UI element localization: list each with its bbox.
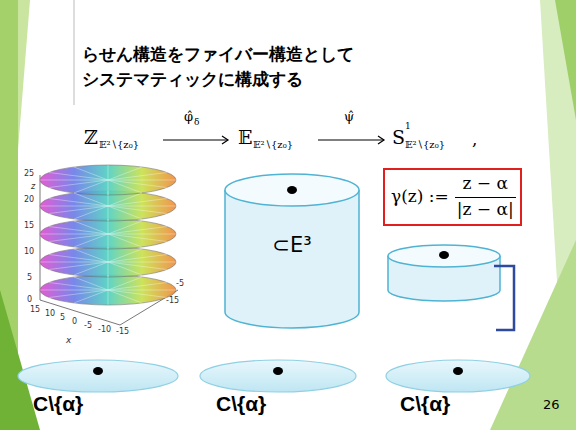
fan-stroke — [49, 180, 108, 188]
fan-stroke — [108, 206, 167, 214]
helix-plot — [40, 165, 178, 325]
fan-stroke — [40, 180, 108, 181]
fan-stroke — [108, 234, 142, 247]
fan-stroke — [108, 262, 167, 270]
green-triangle — [555, 0, 576, 120]
space-label: C\{α} — [216, 392, 266, 415]
axis-tick: x — [66, 336, 71, 346]
fan-stroke — [108, 234, 109, 249]
fan-stroke — [49, 262, 108, 270]
fan-stroke — [108, 227, 167, 235]
fan-stroke — [74, 277, 108, 290]
formula-symbol: 𝔼²∖{z₀} — [253, 139, 293, 150]
fan-stroke — [108, 255, 167, 263]
fan-stroke — [108, 234, 176, 235]
fan-stroke — [74, 249, 108, 262]
fan-stroke — [108, 275, 109, 290]
axis-tick: 15 — [24, 222, 34, 231]
fraction-bar — [455, 197, 516, 198]
fraction-denominator: |z − α| — [457, 200, 514, 219]
green-triangle — [18, 0, 30, 150]
fan-stroke — [40, 234, 108, 235]
cylinder-label-box: ⊂E³ — [225, 172, 359, 332]
axis-tick: 0 — [72, 318, 77, 327]
fan-stroke — [49, 206, 108, 214]
formula-symbol: 𝔼²∖{z₀} — [405, 139, 445, 150]
axis-tick: -10 — [98, 326, 111, 335]
axis-tick: 0 — [27, 296, 32, 305]
formula-symbol: φ̂ — [184, 110, 193, 124]
formula-symbol: ℤ — [84, 127, 98, 148]
formula-box: γ(z) := z − α |z − α| — [383, 168, 522, 226]
fan-stroke — [108, 180, 109, 195]
fraction-numerator: z − α — [462, 174, 508, 193]
formula-symbol: 𝔼 — [238, 127, 252, 148]
fan-stroke — [108, 165, 109, 180]
fan-stroke — [108, 247, 109, 262]
fan-stroke — [49, 255, 108, 263]
axis-tick: 15 — [30, 306, 40, 315]
fan-stroke — [108, 206, 176, 207]
fan-stroke — [49, 199, 108, 207]
fan-stroke — [108, 180, 167, 188]
axis-tick: 25 — [24, 170, 34, 179]
formula-symbol: δ — [194, 118, 199, 128]
fan-stroke — [108, 173, 167, 181]
thick-disk — [388, 245, 514, 330]
fan-stroke — [74, 221, 108, 234]
formula-symbol: , — [472, 130, 477, 149]
fan-stroke — [108, 219, 109, 234]
fan-stroke — [108, 199, 167, 207]
axis-tick: z — [31, 183, 35, 192]
fan-stroke — [108, 290, 176, 291]
cylinder — [225, 174, 359, 328]
fan-stroke — [108, 290, 109, 305]
formula-symbol: 𝔼²∖{z₀} — [99, 139, 139, 150]
fan-stroke — [108, 180, 176, 181]
axis-tick: 5 — [60, 314, 65, 323]
page-number: 26 — [543, 398, 560, 412]
fan-stroke — [108, 290, 142, 303]
fan-stroke — [74, 193, 108, 206]
fan-stroke — [40, 290, 108, 291]
puncture-dot — [93, 367, 463, 375]
fan-stroke — [49, 290, 108, 298]
space-label: C\{α} — [33, 392, 83, 415]
fan-stroke — [108, 206, 109, 221]
axis-tick: 10 — [45, 310, 55, 319]
axis-tick: -5 — [84, 322, 92, 331]
axis-tick: 20 — [24, 196, 34, 205]
axis-tick: 5 — [27, 274, 32, 283]
axis-tick: 10 — [24, 248, 34, 257]
formula-symbol: S — [392, 127, 405, 148]
fan-stroke — [108, 290, 167, 298]
green-triangle — [490, 240, 576, 430]
fan-stroke — [108, 206, 142, 219]
formula-text: γ(z) := — [391, 187, 449, 206]
fan-stroke — [108, 180, 142, 193]
fan-stroke — [108, 234, 167, 242]
formula-symbol: 1 — [405, 122, 411, 132]
fan-stroke — [49, 283, 108, 291]
space-label: ⊂E³ — [272, 234, 311, 257]
fan-stroke — [40, 206, 108, 207]
fan-stroke — [49, 173, 108, 181]
fan-stroke — [108, 262, 142, 275]
fan-stroke — [108, 262, 176, 263]
fan-stroke — [49, 234, 108, 242]
fan-stroke — [49, 227, 108, 235]
plane-disk — [18, 360, 530, 392]
divider-line — [74, 0, 75, 105]
fan-stroke — [108, 283, 167, 291]
axis-tick: -15 — [116, 328, 129, 337]
fan-stroke — [74, 167, 108, 180]
fan-stroke — [108, 262, 109, 277]
axis-tick: -15 — [166, 297, 179, 306]
slide-title: らせん構造をファイバー構造として システマティックに構成する — [82, 42, 364, 91]
formula-symbol: ψ̂ — [344, 110, 354, 124]
fan-stroke — [40, 262, 108, 263]
axis-tick: -5 — [176, 280, 184, 289]
space-label: C\{α} — [400, 392, 450, 415]
